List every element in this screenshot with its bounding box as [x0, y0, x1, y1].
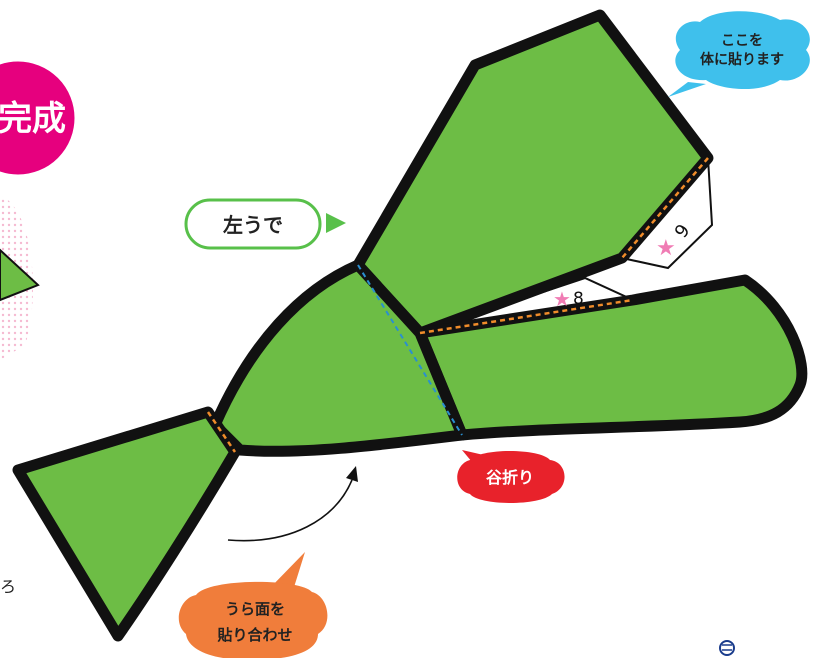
- curved-arrow-icon: [227, 466, 358, 542]
- side-text: ろ: [0, 577, 16, 596]
- star-icon: ★: [553, 287, 571, 311]
- complete-badge-text: 完成: [0, 99, 66, 139]
- valley-fold-line: [357, 264, 463, 436]
- left-arm-label-text: 左うで: [223, 213, 283, 237]
- arrow-right-icon: [326, 213, 346, 233]
- paste-here-bubble: ここを 体に貼ります: [668, 11, 810, 97]
- arm-upper-part: [352, 9, 714, 339]
- arm-sleeve-part: [414, 274, 808, 441]
- glue-line-tab: [206, 411, 237, 453]
- arm-lower-tab-part: [12, 406, 241, 642]
- complete-badge: 完成: [0, 58, 78, 178]
- halftone-shape: [0, 248, 40, 302]
- glue-line-9: [621, 157, 709, 259]
- back-paste-line2: 貼り合わせ: [217, 626, 292, 644]
- bicycle-helmet-icon: [719, 640, 735, 656]
- valley-fold-bubble: 谷折り: [457, 450, 565, 503]
- paste-here-line1: ここを: [721, 33, 763, 49]
- flap-number-8: 8: [573, 289, 584, 309]
- star-icon: ★: [656, 236, 676, 261]
- valley-fold-text: 谷折り: [486, 468, 534, 487]
- left-arm-label: 左うで: [184, 198, 322, 250]
- back-paste-bubble: うら面を 貼り合わせ: [178, 552, 328, 658]
- paste-here-line2: 体に貼ります: [700, 51, 784, 68]
- back-paste-line1: うら面を: [225, 600, 285, 618]
